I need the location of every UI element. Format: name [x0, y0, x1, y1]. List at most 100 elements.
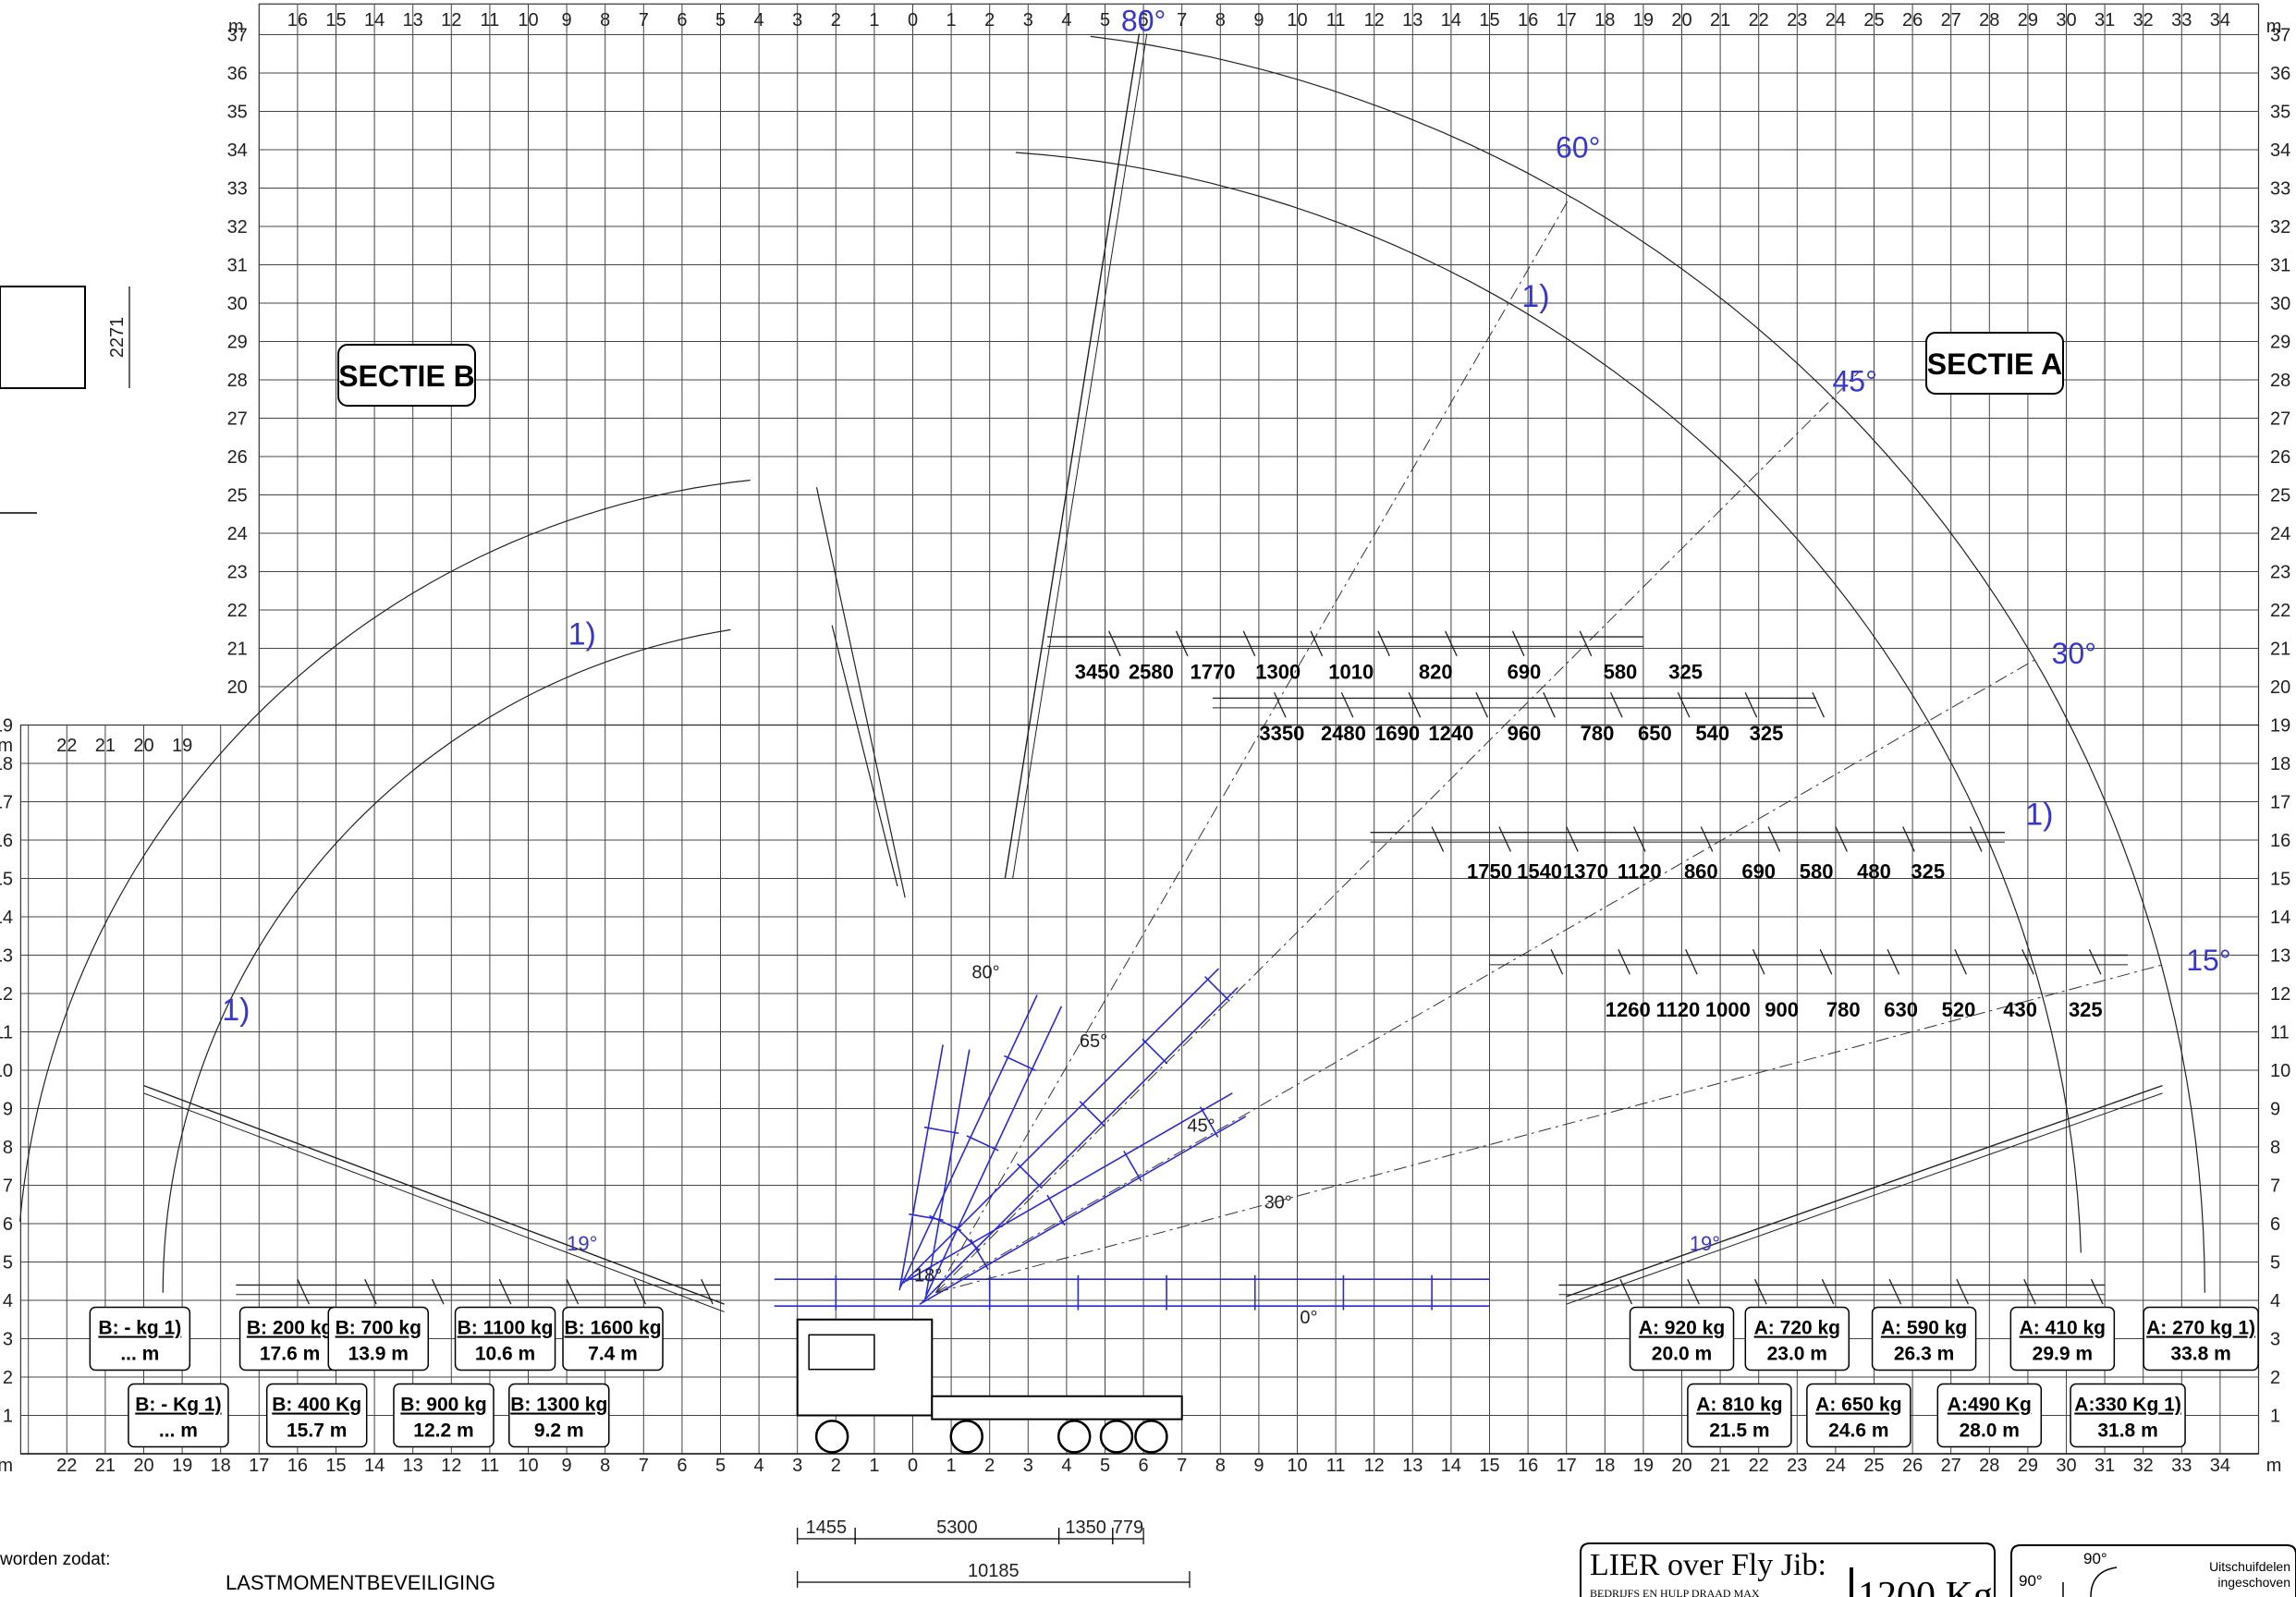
- axis-tick-label: 20: [1671, 10, 1691, 30]
- boom-angle-65: 65°: [1080, 1031, 1107, 1052]
- angle-label-60: 60°: [1556, 130, 1600, 164]
- axis-tick-label: 8: [3, 1138, 13, 1158]
- capacity-value: 580: [1800, 860, 1834, 884]
- axis-tick-label: 30: [2056, 1456, 2076, 1476]
- load-box-frame: [265, 1383, 368, 1448]
- load-box-load: A: 590 kg: [1881, 1318, 1967, 1339]
- dimension-1455-label: 1455: [806, 1518, 848, 1538]
- fly-jib-horizontal-2: [1543, 691, 1556, 718]
- main-boom-45: [1204, 976, 1230, 1002]
- axis-tick-label: 3: [1023, 1456, 1033, 1476]
- axis-tick-label: 1: [869, 1456, 879, 1476]
- axis-unit: m: [0, 736, 13, 756]
- axis-tick-label: 4: [754, 10, 764, 30]
- svg-text:SECTIE B: SECTIE B: [338, 360, 475, 393]
- load-box-load: A: 920 kg: [1639, 1318, 1725, 1339]
- fly-jib-horizontal-1: [1175, 630, 1189, 657]
- load-box-reach: 33.8 m: [2170, 1344, 2230, 1365]
- footer-note: worden zodat:: [0, 1550, 110, 1569]
- axis-tick-label: 31: [2094, 1456, 2115, 1476]
- fly-jib-horizontal-2: [1340, 691, 1354, 718]
- main-boom-30: [905, 1092, 1233, 1282]
- axis-tick-label: 6: [1139, 1456, 1149, 1476]
- axis-tick-label: 26: [1902, 1456, 1923, 1476]
- load-box-reach: ... m: [120, 1344, 159, 1365]
- axis-tick-label: 22: [227, 601, 248, 621]
- main-boom-45: [922, 987, 1239, 1303]
- axis-tick-label: 25: [1863, 10, 1884, 30]
- axis-tick-label: 24: [227, 524, 248, 544]
- main-boom-30: [1046, 1194, 1066, 1226]
- angle-ray-60: [935, 196, 1571, 1293]
- axis-tick-label: 35: [2270, 103, 2290, 123]
- axis-tick-label: 9: [562, 1456, 572, 1476]
- axis-tick-label: 28: [1979, 10, 1999, 30]
- axis-tick-label: 32: [2133, 10, 2154, 30]
- axis-tick-label: 6: [3, 1214, 13, 1235]
- load-box-load: A: 810 kg: [1696, 1395, 1782, 1416]
- fly-jib-horizontal-2: [1812, 691, 1826, 718]
- load-box-load: B: 1100 kg: [458, 1318, 554, 1339]
- axis-tick-label: 10: [2270, 1061, 2290, 1081]
- load-box-a: A: 270 kg 1)33.8 m: [2143, 1306, 2259, 1371]
- load-box-frame: [128, 1383, 229, 1448]
- axis-tick-label: 24: [2270, 524, 2290, 544]
- axis-tick-label: 37: [227, 26, 248, 46]
- angle-label-30: 30°: [2052, 637, 2096, 670]
- axis-tick-label: 20: [133, 736, 153, 756]
- axis-tick-label: 16: [0, 831, 13, 851]
- axis-tick-label: 13: [2270, 946, 2290, 967]
- load-box-frame: [1687, 1383, 1792, 1448]
- axis-tick-label: 9: [2270, 1100, 2280, 1120]
- axis-tick-label: 0: [908, 1456, 918, 1476]
- axis-tick-label: 6: [2270, 1214, 2280, 1235]
- load-box-reach: 20.0 m: [1652, 1344, 1712, 1365]
- capacity-value: 2480: [1321, 722, 1366, 745]
- axis-unit: m: [228, 17, 244, 37]
- axis-tick-label: 13: [1402, 1456, 1423, 1476]
- axis-tick-label: 15: [2270, 870, 2290, 890]
- axis-tick-label: 1: [946, 1456, 957, 1476]
- load-box-load: A: 650 kg: [1815, 1395, 1901, 1416]
- axis-tick-label: 15: [325, 1456, 346, 1476]
- main-boom-45: [1017, 1163, 1043, 1189]
- axis-tick-label: 2: [831, 1456, 841, 1476]
- load-box-frame: [2070, 1383, 2186, 1448]
- axis-tick-label: 3: [1023, 10, 1033, 30]
- capacity-value: 900: [1765, 998, 1799, 1021]
- axis-tick-label: 9: [1253, 10, 1264, 30]
- load-box-load: A:490 Kg: [1948, 1395, 2032, 1416]
- load-box-load: A: 720 kg: [1754, 1318, 1840, 1339]
- truck-top-view: [0, 286, 86, 389]
- capacity-value: 860: [1684, 860, 1718, 884]
- axis-tick-label: 33: [2270, 179, 2290, 200]
- axis-tick-label: 10: [1287, 10, 1307, 30]
- fly-jib-horizontal-2: [1408, 691, 1422, 718]
- axis-tick-label: 27: [227, 409, 248, 430]
- axis-tick-label: 18: [1594, 10, 1615, 30]
- axis-tick-label: 15: [1479, 1456, 1499, 1476]
- axis-tick-label: 11: [0, 1023, 13, 1043]
- grid: [19, 3, 2260, 1455]
- axis-tick-label: 9: [562, 10, 572, 30]
- crane-drawing: 2271: [0, 33, 2205, 1454]
- load-box-frame: [1629, 1306, 1735, 1371]
- load-box-frame: [508, 1383, 610, 1448]
- main-boom-65: [966, 1135, 999, 1152]
- dimension-779-label: 779: [1113, 1518, 1143, 1538]
- fly-jib-horizontal-4: [1819, 949, 1833, 975]
- angle-label-19-a: 19°: [1690, 1232, 1720, 1255]
- axis-tick-label: 3: [792, 10, 802, 30]
- svg-text:90°: 90°: [2083, 1550, 2107, 1567]
- axis-tick-label: 24: [1826, 1456, 1846, 1476]
- axis-tick-label: 32: [227, 217, 248, 238]
- axis-tick-label: 26: [2270, 447, 2290, 468]
- axis-tick-label: 35: [227, 103, 248, 123]
- axis-tick-label: 12: [0, 984, 13, 1005]
- capacity-value: 1120: [1655, 998, 1700, 1021]
- capacity-value: 430: [2003, 998, 2037, 1021]
- load-box-reach: 15.7 m: [287, 1420, 347, 1442]
- winch-box: LIER over Fly Jib: BEDRIJFS EN HULP DRAA…: [1580, 1542, 1996, 1597]
- axis-tick-label: 36: [2270, 64, 2290, 84]
